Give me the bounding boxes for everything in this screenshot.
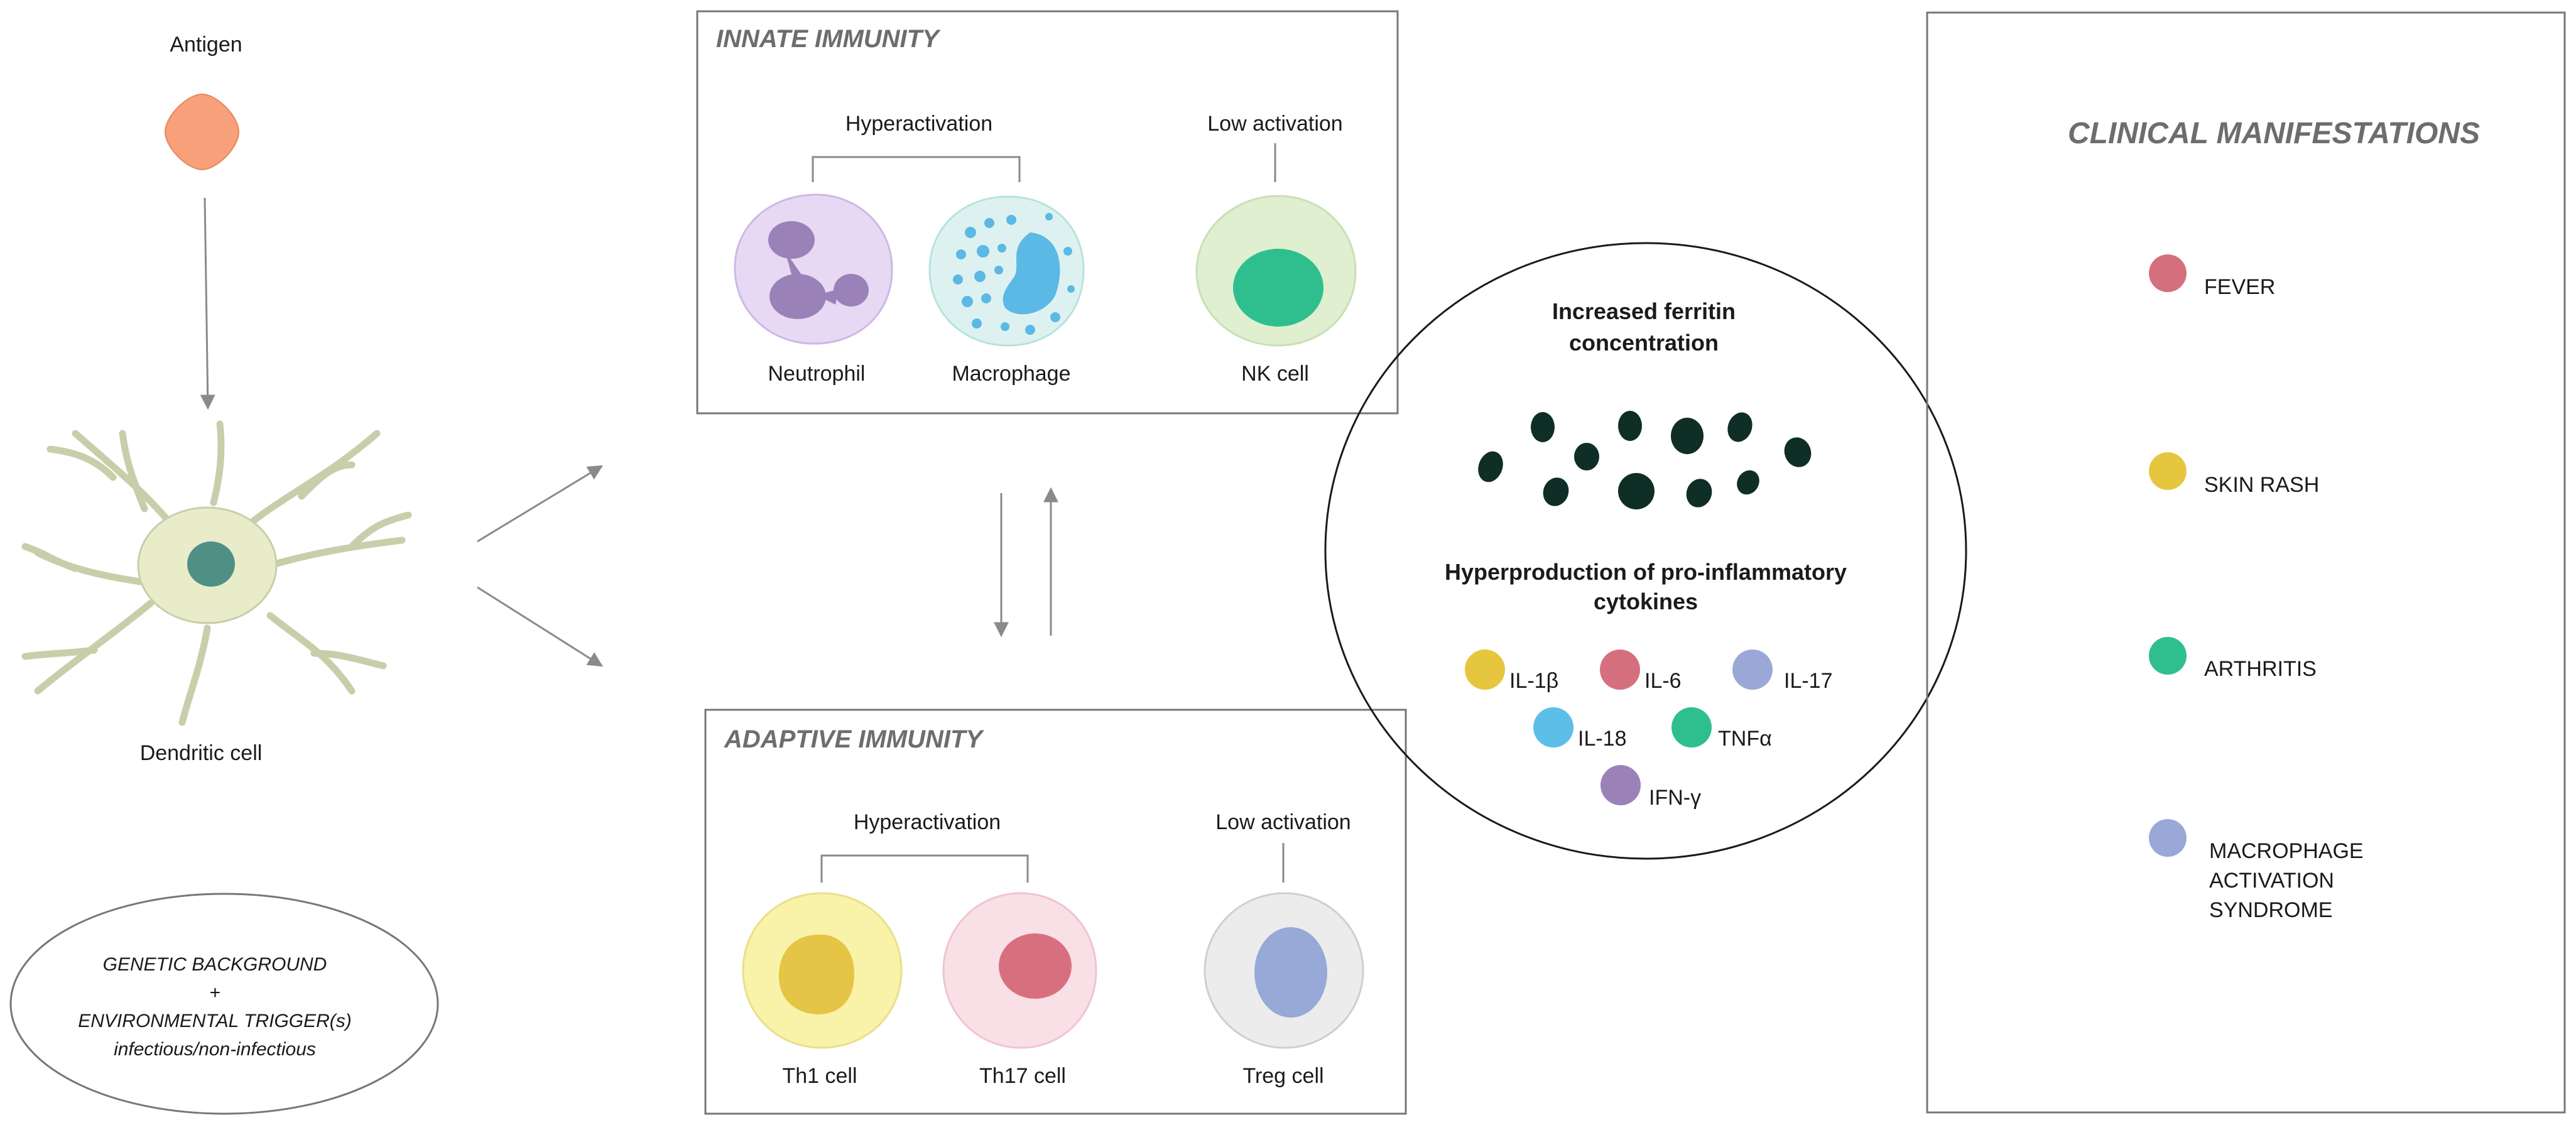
dendrite-branches — [21, 420, 412, 726]
antigen-arrow — [200, 197, 215, 410]
adaptive-immunity-title: ADAPTIVE IMMUNITY — [724, 726, 984, 753]
treg-cell — [1204, 892, 1364, 1049]
fever-label: FEVER — [2204, 275, 2275, 299]
genetic-background-ellipse — [9, 893, 439, 1115]
cytokine-title-line-1: Hyperproduction of pro-inflammatory — [1445, 559, 1847, 585]
cytokine-label-ifng: IFN-γ — [1649, 786, 1701, 810]
innate-low-activation-label: Low activation — [1207, 112, 1342, 136]
cytokine-label-il18: IL-18 — [1578, 727, 1627, 751]
cytokine-dot-ifng — [1600, 765, 1641, 805]
cytokine-dot-il1b — [1465, 649, 1505, 690]
innate-hyper-bracket — [812, 156, 1021, 182]
macrophage-cell — [928, 195, 1085, 347]
central-circle — [1324, 242, 1967, 860]
clinical-manifestations-box — [1926, 11, 2566, 1114]
cytokine-label-il6: IL-6 — [1644, 669, 1682, 693]
innate-hyperactivation-label: Hyperactivation — [845, 112, 992, 136]
cytokine-dot-il6 — [1600, 649, 1640, 690]
mas-label-line-3: SYNDROME — [2209, 898, 2332, 922]
arrow-to-adaptive — [477, 586, 604, 667]
adaptive-hyper-bracket — [820, 854, 1029, 883]
macrophage-label: Macrophage — [952, 362, 1070, 386]
innate-immunity-box — [696, 10, 1399, 415]
cytokine-dot-tnfa — [1671, 707, 1712, 747]
th17-cell — [942, 892, 1097, 1049]
th1-cell-label: Th1 cell — [782, 1064, 857, 1088]
dendritic-cell-nucleus — [187, 541, 235, 587]
macrophage-granules — [953, 213, 1075, 335]
genetic-line-2: + — [209, 982, 220, 1003]
cytokine-label-il17: IL-17 — [1784, 669, 1833, 693]
mas-label-line-2: ACTIVATION — [2209, 869, 2334, 893]
cytokine-dot-il18 — [1533, 707, 1573, 747]
treg-cell-label: Treg cell — [1242, 1064, 1323, 1088]
adaptive-immunity-box — [704, 709, 1407, 1115]
genetic-line-4: infectious/non-infectious — [114, 1039, 316, 1060]
mas-label-line-1: MACROPHAGE — [2209, 839, 2364, 863]
fever-dot — [2149, 254, 2187, 292]
cytokine-label-il1b: IL-1β — [1509, 669, 1558, 693]
arthritis-label: ARTHRITIS — [2204, 657, 2317, 681]
skin-rash-label: SKIN RASH — [2204, 473, 2319, 497]
adaptive-low-activation-label: Low activation — [1215, 810, 1350, 834]
ferritin-title-line-1: Increased ferritin — [1552, 298, 1736, 324]
neutrophil-label: Neutrophil — [768, 362, 866, 386]
antigen-label: Antigen — [170, 33, 242, 57]
dendritic-cell — [21, 420, 412, 726]
cytokine-label-tnfa: TNFα — [1718, 727, 1772, 751]
nk-cell-label: NK cell — [1241, 362, 1309, 386]
genetic-line-3: ENVIRONMENTAL TRIGGER(s) — [78, 1011, 352, 1031]
cytokine-list: IL-1β IL-6 IL-17 IL-18 TNFα IFN-γ — [1465, 649, 1833, 810]
arrow-to-innate — [477, 465, 604, 543]
mas-dot — [2149, 819, 2187, 857]
adaptive-hyperactivation-label: Hyperactivation — [854, 810, 1001, 834]
th17-cell-label: Th17 cell — [979, 1064, 1066, 1088]
arthritis-dot — [2149, 637, 2187, 675]
ferritin-title-line-2: concentration — [1569, 330, 1719, 356]
genetic-line-1: GENETIC BACKGROUND — [103, 954, 327, 975]
antigen-shape — [164, 93, 240, 171]
cytokine-dot-il17 — [1732, 649, 1773, 690]
nk-cell — [1195, 195, 1357, 347]
skin-rash-dot — [2149, 452, 2187, 490]
th1-cell — [742, 892, 903, 1049]
neutrophil-cell — [734, 193, 893, 345]
innate-immunity-title: INNATE IMMUNITY — [716, 25, 941, 53]
dendritic-cell-label: Dendritic cell — [140, 741, 263, 765]
cytokine-title-line-2: cytokines — [1594, 589, 1698, 614]
ferritin-particles — [1478, 411, 1812, 509]
clinical-manifestations-title: CLINICAL MANIFESTATIONS — [2068, 117, 2480, 150]
